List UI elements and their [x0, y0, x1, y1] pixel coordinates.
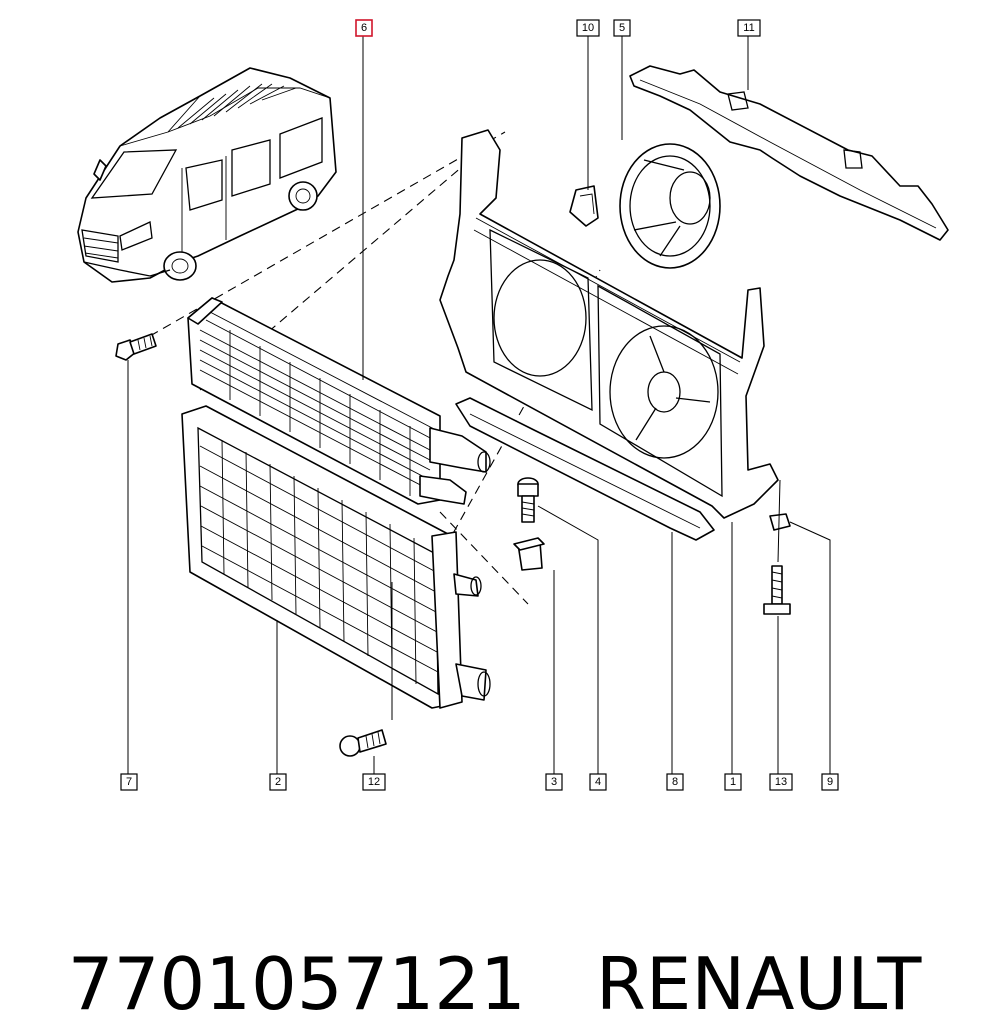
- svg-text:10: 10: [582, 22, 594, 34]
- leader-lines: [127, 36, 831, 774]
- svg-text:9: 9: [827, 776, 833, 788]
- van-icon: [77, 67, 337, 283]
- upper-crossmember-trim: [629, 65, 949, 241]
- callout-4: 4: [589, 773, 607, 791]
- fan-frame: [439, 129, 779, 519]
- callout-11: 11: [737, 19, 761, 37]
- callout-13: 13: [769, 773, 793, 791]
- svg-text:5: 5: [619, 22, 625, 34]
- svg-text:4: 4: [595, 776, 601, 788]
- brand-name: RENAULT: [595, 942, 922, 1026]
- bush-3: [513, 537, 545, 571]
- callout-6: 6: [355, 19, 373, 37]
- bolt-13: [763, 565, 791, 615]
- callout-9: 9: [821, 773, 839, 791]
- svg-text:12: 12: [368, 776, 380, 788]
- svg-text:8: 8: [672, 776, 678, 788]
- part-number: 7701057121: [67, 942, 526, 1026]
- svg-text:1: 1: [730, 776, 736, 788]
- nut-9: [769, 513, 791, 531]
- clip: [569, 185, 599, 227]
- svg-text:3: 3: [551, 776, 557, 788]
- svg-text:6: 6: [361, 22, 367, 34]
- svg-text:11: 11: [743, 22, 754, 34]
- callout-8: 8: [666, 773, 684, 791]
- callout-7: 7: [120, 773, 138, 791]
- bolt-7: [115, 333, 157, 361]
- callout-1: 1: [724, 773, 742, 791]
- intercooler: [187, 297, 491, 505]
- bolt-12: [339, 729, 387, 757]
- electric-fan: [619, 143, 721, 269]
- callout-12: 12: [362, 773, 386, 791]
- lower-air-deflector: [455, 397, 715, 541]
- callout-10: 10: [576, 19, 600, 37]
- callout-2: 2: [269, 773, 287, 791]
- callout-5: 5: [613, 19, 631, 37]
- exploded-parts-diagram: 6 10 5 11 7 2 12 3 4 8 1 13: [77, 19, 949, 791]
- svg-text:2: 2: [275, 776, 281, 788]
- footer-caption: 7701057121 RENAULT: [22, 858, 922, 1026]
- svg-text:13: 13: [775, 776, 787, 788]
- callout-3: 3: [545, 773, 563, 791]
- bolt-4: [517, 477, 539, 523]
- radiator: [181, 405, 491, 709]
- svg-text:7: 7: [126, 776, 132, 788]
